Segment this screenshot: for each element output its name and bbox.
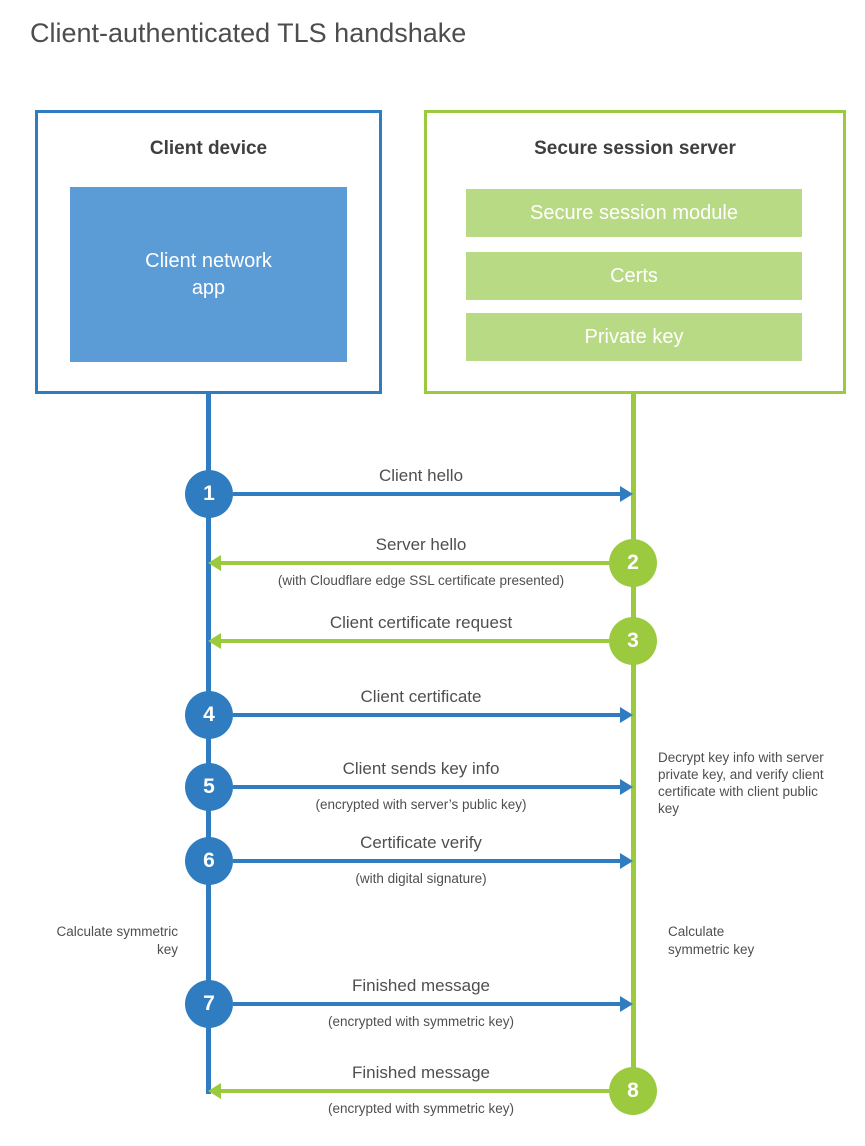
step-7-arrowhead-icon [620, 996, 633, 1012]
step-3-arrow [221, 639, 609, 643]
step-4-arrow [233, 713, 621, 717]
client-lifeline [206, 394, 211, 1094]
step-1-arrow [233, 492, 621, 496]
step-1-arrowhead-icon [620, 486, 633, 502]
step-8-arrow [221, 1089, 609, 1093]
step-3-label: Client certificate request [329, 613, 513, 632]
step-8-label: Finished message [352, 1063, 490, 1082]
step-4-arrowhead-icon [620, 707, 633, 723]
step-2-badge: 2 [609, 539, 657, 587]
step-6-badge: 6 [185, 837, 233, 885]
secure-session-server-box: Secure session server Secure session mod… [424, 110, 846, 394]
step-1-badge: 1 [185, 470, 233, 518]
step-6-label: Certificate verify [360, 833, 482, 852]
certs-bar: Certs [466, 252, 802, 300]
note-calculate-symmetric-key-server: Calculate symmetric key [668, 924, 755, 957]
step-5-arrow [233, 785, 621, 789]
step-4-badge: 4 [185, 691, 233, 739]
step-5-label: Client sends key info [342, 759, 500, 778]
secure-session-server-title: Secure session server [534, 138, 736, 159]
step-8-arrowhead-icon [208, 1083, 221, 1099]
step-5-sublabel: (encrypted with server’s public key) [315, 797, 527, 812]
private-key-bar: Private key [466, 313, 802, 361]
step-2-arrow [221, 561, 609, 565]
server-lifeline [631, 394, 636, 1091]
step-6-arrow [233, 859, 621, 863]
step-5-arrowhead-icon [620, 779, 633, 795]
step-3-badge: 3 [609, 617, 657, 665]
note-calculate-symmetric-key-client: Calculate symmetric key [56, 924, 178, 957]
step-4-label: Client certificate [360, 687, 482, 706]
step-8-badge: 8 [609, 1067, 657, 1115]
step-7-arrow [233, 1002, 621, 1006]
client-network-app-box: Client network app [70, 187, 347, 362]
step-6-sublabel: (with digital signature) [355, 871, 487, 886]
step-8-sublabel: (encrypted with symmetric key) [327, 1101, 515, 1116]
note-decrypt-key-info: Decrypt key info with server private key… [658, 750, 824, 816]
step-2-label: Server hello [375, 535, 467, 554]
step-6-arrowhead-icon [620, 853, 633, 869]
step-2-arrowhead-icon [208, 555, 221, 571]
client-device-title: Client device [149, 138, 268, 159]
step-3-arrowhead-icon [208, 633, 221, 649]
step-7-sublabel: (encrypted with symmetric key) [327, 1014, 515, 1029]
step-5-badge: 5 [185, 763, 233, 811]
step-7-label: Finished message [352, 976, 490, 995]
secure-session-module-bar: Secure session module [466, 189, 802, 237]
step-2-sublabel: (with Cloudflare edge SSL certificate pr… [277, 573, 565, 588]
client-device-box: Client device Client network app [35, 110, 382, 394]
step-7-badge: 7 [185, 980, 233, 1028]
page-title: Client-authenticated TLS handshake [30, 18, 467, 48]
step-1-label: Client hello [378, 466, 464, 485]
